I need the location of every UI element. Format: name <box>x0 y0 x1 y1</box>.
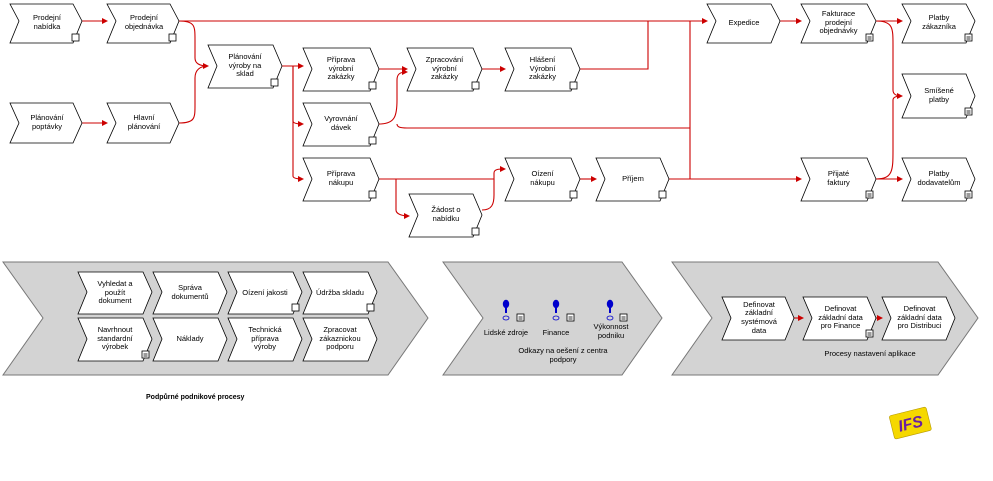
document-icon <box>141 350 150 359</box>
process-planovani-vyroby <box>207 44 283 89</box>
support-naklady <box>152 317 228 362</box>
document-icon <box>964 190 973 199</box>
subprocess-marker-icon <box>658 190 667 199</box>
subprocess-marker-icon <box>569 190 578 199</box>
setup-finance <box>802 296 877 341</box>
connector <box>875 95 903 180</box>
document-icon <box>865 190 874 199</box>
connector <box>875 20 903 99</box>
connector <box>378 69 408 125</box>
process-priprava-vyrobni <box>302 47 380 92</box>
connector <box>178 65 209 124</box>
document-icon <box>964 107 973 116</box>
process-platby-zakaznika <box>901 3 976 44</box>
connector <box>282 65 304 182</box>
process-priprava-nakupu <box>302 157 380 202</box>
process-platby-dodavatelum <box>901 157 976 202</box>
subprocess-marker-icon <box>368 136 377 145</box>
subprocess-marker-icon <box>71 33 80 42</box>
subprocess-marker-icon <box>168 33 177 42</box>
document-icon <box>865 329 874 338</box>
subprocess-marker-icon <box>270 78 279 87</box>
subprocess-markers <box>71 33 667 312</box>
connector <box>178 20 209 69</box>
document-icon <box>516 313 525 322</box>
document-icon <box>619 313 628 322</box>
process-hlavni-planovani <box>106 102 180 144</box>
document-icon <box>964 33 973 42</box>
subprocess-marker-icon <box>368 81 377 90</box>
document-icon <box>865 33 874 42</box>
support-vyhledat <box>77 271 153 315</box>
support-oizeni-jakosti <box>227 271 303 315</box>
process-vyrovnani-davek <box>302 102 380 147</box>
subprocess-marker-icon <box>291 303 300 312</box>
process-otizeni-nakupu <box>504 157 581 202</box>
subprocess-marker-icon <box>569 81 578 90</box>
links-caption: Odkazy na oešení z centra podpory <box>518 346 608 364</box>
process-zadost-o-nabidku <box>408 193 483 238</box>
subprocess-marker-icon <box>366 303 375 312</box>
process-prijate-faktury <box>800 157 877 202</box>
connector <box>379 166 506 180</box>
subprocess-marker-icon <box>368 190 377 199</box>
subprocess-marker-icon <box>471 81 480 90</box>
support-band-label: Podpůrné podnikové procesy <box>146 394 245 401</box>
support-zpracovat <box>302 317 378 362</box>
connector <box>580 21 649 70</box>
support-udrzba <box>302 271 378 315</box>
subprocess-marker-icon <box>471 227 480 236</box>
connector <box>395 179 410 219</box>
process-planovani-poptavky <box>9 102 83 144</box>
link-pin-icon <box>606 299 614 321</box>
support-sprava <box>152 271 228 315</box>
vykonnost-label: Výkonnost podniku <box>593 322 629 340</box>
process-prodejni-objednavka <box>106 3 180 44</box>
link-pin-icon <box>552 299 560 321</box>
process-prodejni-nabidka <box>9 3 83 44</box>
support-navrhnout <box>77 317 153 362</box>
process-hlaseni-vyrobni <box>504 47 581 92</box>
support-technicka <box>227 317 303 362</box>
band-reference-links <box>442 261 663 376</box>
link-pin-icon <box>502 299 510 321</box>
process-prijem <box>595 157 670 202</box>
process-expedice <box>706 3 781 44</box>
process-zpracovani-vyrobni <box>406 47 483 92</box>
ifs-logo: IFS <box>889 406 932 440</box>
connector <box>481 179 495 211</box>
connector <box>292 66 304 127</box>
process-smisene-platby <box>901 73 976 119</box>
setup-distribuci <box>881 296 956 341</box>
setup-caption: Procesy nastavení aplikace <box>824 349 916 358</box>
ifs-logo-text: IFS <box>897 413 926 436</box>
process-fakturace <box>800 3 877 44</box>
finance-label: Finance <box>542 328 570 337</box>
connector <box>396 123 690 129</box>
lidske-zdroje-label: Lidské zdroje <box>483 328 529 337</box>
document-icon <box>566 313 575 322</box>
setup-systemova <box>721 296 795 341</box>
connectors <box>82 18 903 321</box>
link-icons <box>502 299 614 321</box>
document-markers <box>141 33 973 359</box>
process-shapes <box>9 3 976 362</box>
